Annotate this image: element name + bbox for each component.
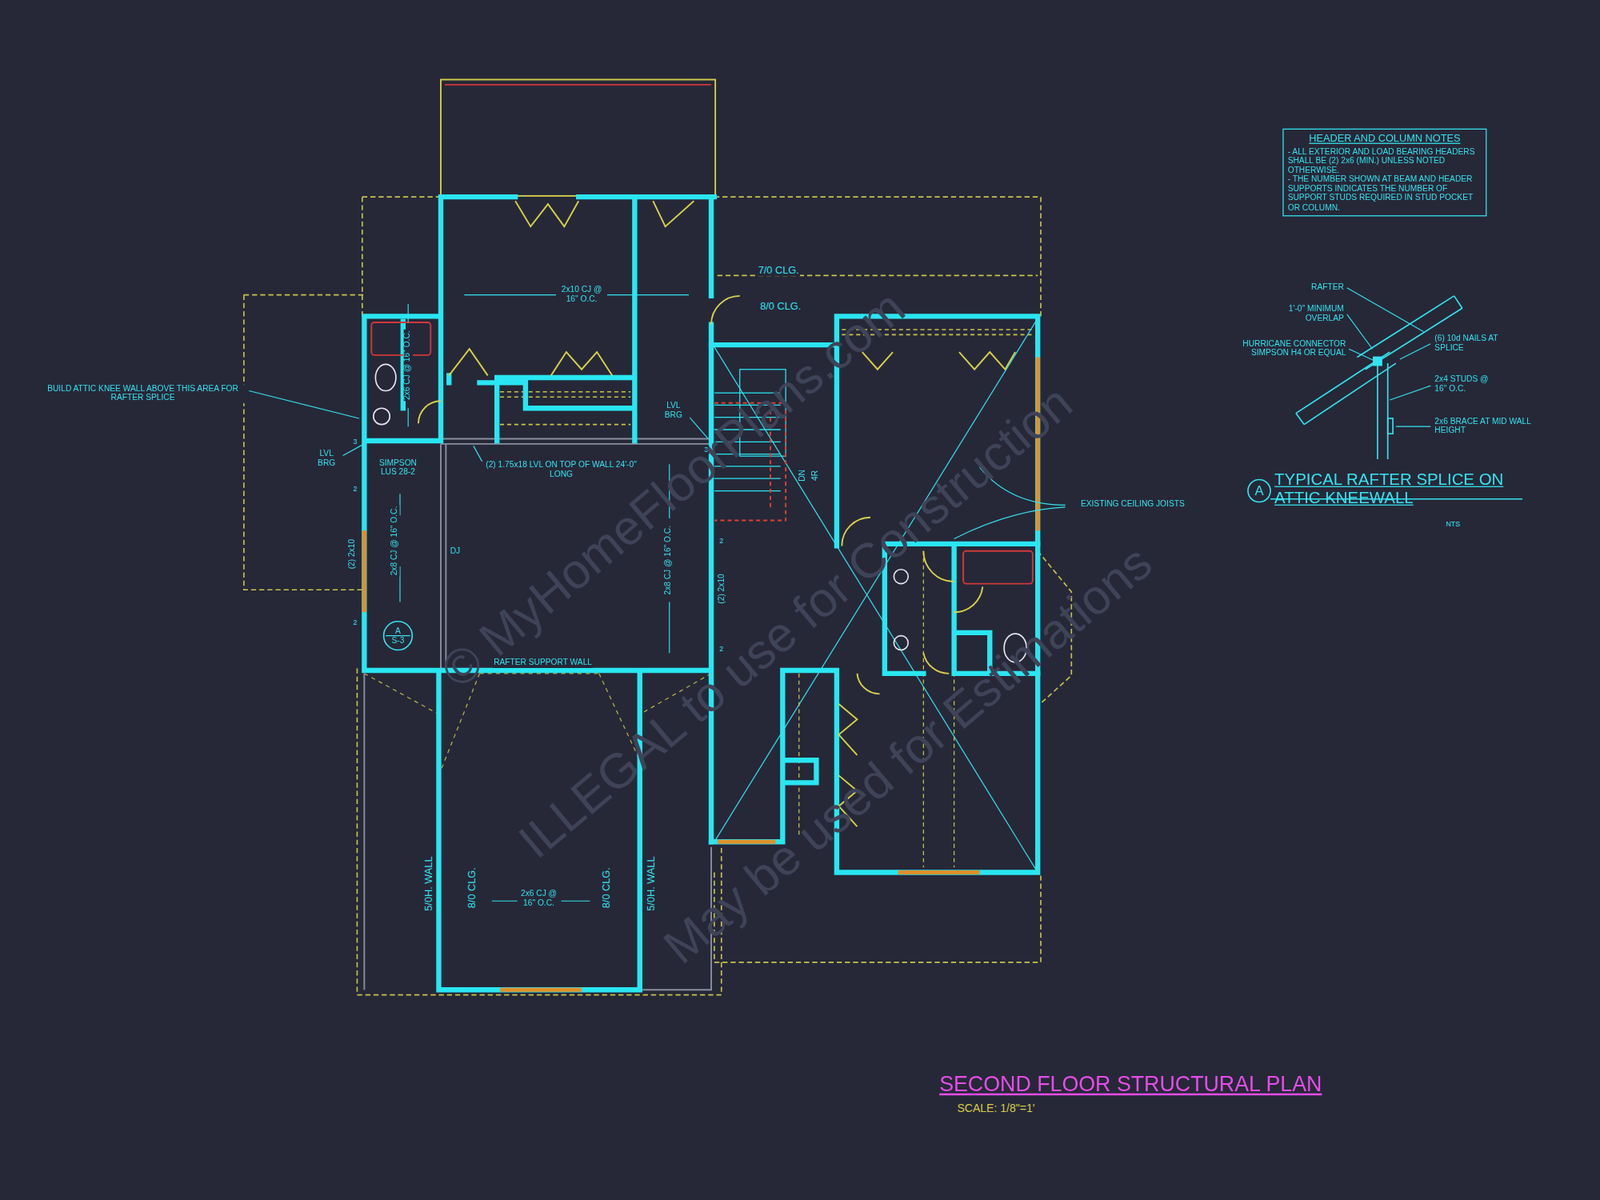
detail-note: 1'-0" MINIMUM OVERLAP <box>1279 305 1345 324</box>
watermark: © MyHomeFloorPlans.com <box>431 280 916 700</box>
detail-note: RAFTER <box>1310 283 1345 292</box>
notes-body: - THE NUMBER SHOWN AT BEAM AND HEADER SU… <box>1288 174 1482 212</box>
callout-text: A <box>395 626 401 636</box>
bifold <box>448 348 488 376</box>
plan-note: 2x8 CJ @ 16" O.C. <box>664 524 673 596</box>
detail-note: 2x4 STUDS @ 16" O.C. <box>1433 376 1500 394</box>
bifold <box>652 200 694 227</box>
rafter <box>1356 296 1462 370</box>
sink <box>893 636 908 651</box>
plan-note: BUILD ATTIC KNEE WALL ABOVE THIS AREA FO… <box>37 384 249 403</box>
bifold <box>862 352 1016 370</box>
plan-note: DJ <box>448 547 461 556</box>
rafter-splice-detail <box>1270 296 1523 500</box>
plan-note: 5/0H. WALL <box>423 855 435 912</box>
detail-note: (6) 10d NAILS AT SPLICE <box>1433 335 1518 353</box>
plan-note: EXISTING CEILING JOISTS <box>1080 500 1186 510</box>
callout-text: A <box>1254 483 1264 499</box>
roof-dashed <box>244 196 1072 995</box>
detail-note: 2x6 BRACE AT MID WALL HEIGHT <box>1433 417 1538 436</box>
toilet <box>375 364 396 391</box>
watermark: May be used for Estimations <box>653 535 1164 976</box>
notes-box: HEADER AND COLUMN NOTES- ALL EXTERIOR AN… <box>1282 128 1487 216</box>
watermark: ILLEGAL to use for Construction <box>508 375 1084 870</box>
plan-note: SIMPSON LUS 28-2 <box>370 459 426 477</box>
plan-note: 8/0 CLG. <box>759 300 803 312</box>
notes-heading: HEADER AND COLUMN NOTES <box>1288 132 1482 145</box>
roof-outlines <box>244 79 1072 995</box>
plan-note: 2x8 CJ @ 16" O.C. <box>390 504 400 576</box>
detail-leaders <box>1347 288 1432 427</box>
plan-note: LVL BRG <box>310 450 344 468</box>
plan-note: 2x6 CJ @ 16" O.C. <box>404 329 413 401</box>
plan-note: 7/0 CLG. <box>756 264 800 276</box>
tub <box>963 551 1033 584</box>
plan-note: (2) 1.75x18 LVL ON TOP OF WALL 24'-0" LO… <box>478 461 644 480</box>
plan-note: 2 <box>352 484 359 493</box>
plan-note: 2x6 CJ @ 16" O.C. <box>517 890 561 908</box>
closet-walls <box>448 375 633 441</box>
circle-border <box>1248 479 1271 502</box>
plan-note: 5/0H. WALL <box>645 855 657 912</box>
leader <box>341 444 363 456</box>
plan-note: (2) 2x10 <box>717 572 727 605</box>
plan-note: 2x10 CJ @ 16" O.C. <box>556 285 608 304</box>
tub <box>371 322 431 356</box>
leader <box>248 391 360 419</box>
bonus-outline <box>440 79 716 196</box>
plan-note: 3 <box>352 437 359 446</box>
plan-note: 2 <box>718 536 725 545</box>
stud <box>1377 356 1388 460</box>
brace <box>1388 418 1393 434</box>
plan-note: (2) 2x10 <box>348 538 358 571</box>
detail-note: TYPICAL RAFTER SPLICE ON ATTIC KNEEWALL <box>1273 471 1521 508</box>
plan-note: 4R <box>812 469 821 483</box>
connector <box>1373 356 1382 365</box>
bifold <box>515 200 579 227</box>
plan-note: DN <box>798 468 808 483</box>
callout-text: S-3 <box>391 636 404 646</box>
sink <box>373 408 390 424</box>
plan-note: LVL BRG <box>656 402 690 420</box>
walls <box>364 196 1038 990</box>
plan-note: 8/0 CLG. <box>465 866 477 910</box>
circle-border <box>384 621 413 651</box>
rafter <box>1296 352 1396 425</box>
scale-note: SCALE: 1/8"=1' <box>956 1101 1036 1114</box>
detail-note: HURRICANE CONNECTOR SIMPSON H4 OR EQUAL <box>1217 340 1348 358</box>
bifold <box>551 352 613 376</box>
detail-note: NTS <box>1444 520 1461 529</box>
notes-body: - ALL EXTERIOR AND LOAD BEARING HEADERS … <box>1288 146 1482 175</box>
plan-title: SECOND FLOOR STRUCTURAL PLAN <box>938 1072 1324 1096</box>
callout-circle: A <box>1247 478 1272 504</box>
callout-circle: AS-3 <box>382 620 413 652</box>
red-line <box>444 84 712 86</box>
plan-note: 8/0 CLG. <box>600 866 612 910</box>
plan-note: 2 <box>352 618 359 627</box>
